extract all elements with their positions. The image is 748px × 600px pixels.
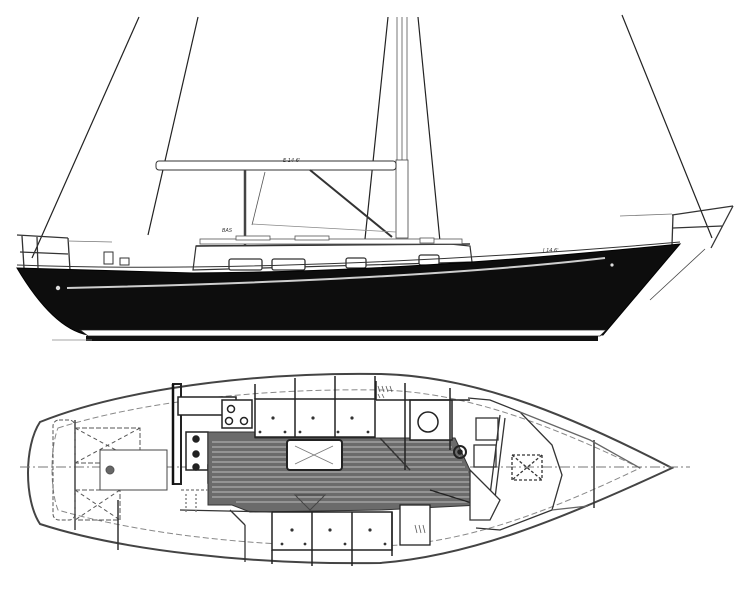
aft-cockpit xyxy=(52,419,168,550)
head xyxy=(375,381,470,471)
settee-starboard xyxy=(271,511,393,566)
forestay xyxy=(621,14,713,239)
hanging-locker xyxy=(399,489,479,546)
mast xyxy=(395,17,409,239)
boot-stripe xyxy=(78,329,607,337)
boom: E 14 6' BAS xyxy=(155,158,397,245)
stern-light xyxy=(55,285,61,291)
quarter-berth xyxy=(179,489,273,562)
waterline-label: J 14 6' xyxy=(542,248,559,254)
bottom-paint xyxy=(86,336,598,341)
deckhouse xyxy=(192,235,473,271)
winches xyxy=(103,251,130,266)
upper-shroud-fwd xyxy=(417,16,443,263)
rigging xyxy=(31,14,713,269)
stern-pulpit xyxy=(16,234,113,271)
rub-rail xyxy=(66,257,606,289)
bimini-label: BAS xyxy=(222,228,233,234)
profile-view: E 14 6' BAS xyxy=(16,14,734,341)
accommodation-plan xyxy=(20,372,690,566)
settee-port xyxy=(254,376,376,438)
bow-light xyxy=(610,263,614,267)
upper-shroud-aft xyxy=(361,16,389,269)
sheer-line xyxy=(16,241,681,268)
bow-pulpit xyxy=(619,205,734,301)
salon-table xyxy=(286,439,343,511)
boom-label: E 14 6' xyxy=(283,158,300,164)
v-berth xyxy=(467,397,641,531)
portlight xyxy=(228,258,263,271)
backstay-left xyxy=(31,16,140,259)
boom-vang xyxy=(309,169,393,238)
cabin-sole xyxy=(207,431,481,513)
backstay-right xyxy=(147,16,199,236)
